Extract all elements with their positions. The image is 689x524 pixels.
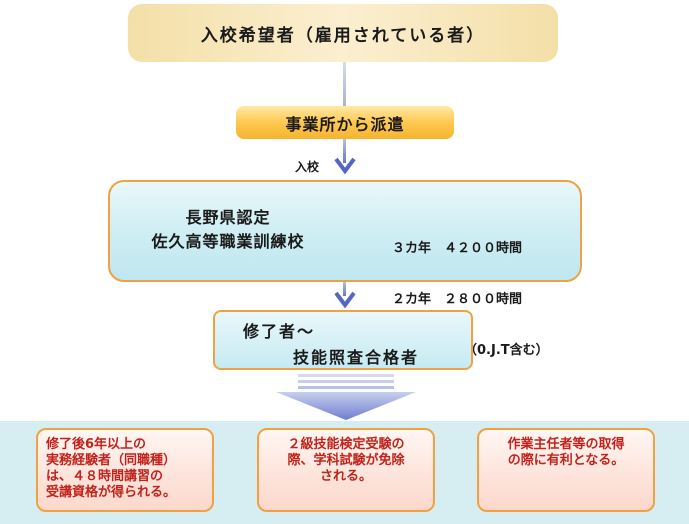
- connector-line-2: [343, 139, 346, 163]
- dispatch-label: 事業所から派遣: [285, 114, 405, 134]
- benefit-1-line-4: 受講資格が得られる。: [46, 485, 177, 500]
- benefit-3-line-2: の際に有利となる。: [507, 453, 625, 468]
- applicant-label: 入校希望者（雇用されている者）: [200, 25, 486, 46]
- hours-3-year: ３カ年 ４２００時間: [392, 241, 523, 256]
- benefit-3-line-1: 作業主任者等の取得: [507, 437, 625, 452]
- benefit-2-line-1: ２級技能検定受験の: [287, 437, 405, 452]
- school-box: 長野県認定 佐久高等職業訓練校 ３カ年 ４２００時間 ２カ年 ２８００時間 （0…: [108, 180, 582, 358]
- connector-line-1: [343, 62, 346, 106]
- big-arrow-down-icon: [276, 374, 416, 420]
- completion-line-2: 技能照査合格者: [293, 348, 420, 367]
- benefit-2-line-2: 際、学科試験が免除: [287, 453, 405, 468]
- applicant-box: 入校希望者（雇用されている者）: [128, 4, 558, 62]
- school-name-line-2: 佐久高等職業訓練校: [151, 232, 305, 251]
- arrow-down-icon: [334, 291, 356, 309]
- training-hours: ３カ年 ４２００時間 ２カ年 ２８００時間 （0.J.T含む）: [392, 206, 549, 393]
- hours-note: （0.J.T含む）: [464, 343, 549, 358]
- connector-line-3: [343, 282, 346, 296]
- benefit-card-1: 修了後6年以上の 実務経験者（同職種） は、４８時間講習の 受講資格が得られる。: [36, 428, 214, 512]
- hours-2-year: ２カ年 ２８００時間: [392, 292, 523, 307]
- arrow-down-icon: [334, 157, 356, 175]
- benefit-1-line-3: は、４８時間講習の: [46, 469, 164, 484]
- completion-box: 修了者～ 技能照査合格者: [213, 310, 473, 370]
- benefit-1-line-1: 修了後6年以上の: [46, 437, 147, 452]
- dispatch-box: 事業所から派遣: [236, 106, 454, 139]
- completion-line-1: 修了者～: [243, 322, 316, 341]
- entry-label: 入校: [295, 160, 320, 174]
- school-name: 長野県認定 佐久高等職業訓練校: [128, 206, 328, 254]
- school-name-line-1: 長野県認定: [185, 208, 271, 227]
- benefit-card-3: 作業主任者等の取得 の際に有利となる。: [477, 428, 655, 512]
- benefit-card-2: ２級技能検定受験の 際、学科試験が免除 される。: [257, 428, 435, 512]
- benefit-2-line-3: される。: [319, 469, 372, 484]
- benefit-1-line-2: 実務経験者（同職種）: [46, 453, 177, 468]
